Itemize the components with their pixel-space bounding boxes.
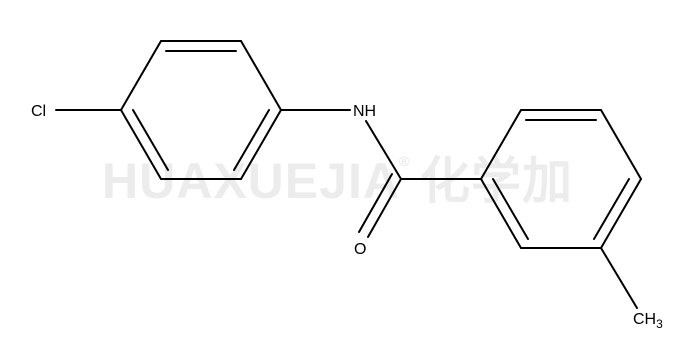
watermark-chinese: 化学加 [420, 153, 573, 209]
bond-inner [132, 109, 169, 171]
bond-c-o-double [358, 173, 393, 233]
atom-nh: NH [353, 103, 376, 120]
bond-inner [492, 178, 529, 240]
bond-c-o [367, 178, 402, 238]
methylphenyl-ring [480, 109, 642, 249]
bond [120, 40, 162, 111]
bond-inner [233, 109, 270, 171]
bond-n-c [365, 120, 402, 180]
bond-c-ch3 [600, 247, 638, 309]
bond [480, 109, 522, 180]
bond [240, 109, 282, 180]
atom-o: O [354, 241, 366, 258]
bond [120, 109, 162, 180]
atom-cl: Cl [31, 103, 46, 120]
bond [600, 109, 642, 180]
bond-inner [593, 178, 630, 240]
bond [600, 178, 642, 249]
bond [240, 40, 282, 111]
watermark-registered-mark: ® [399, 153, 410, 169]
chlorophenyl-ring [120, 40, 282, 180]
atom-ch3: CH3 [633, 311, 663, 331]
bond [480, 178, 522, 249]
